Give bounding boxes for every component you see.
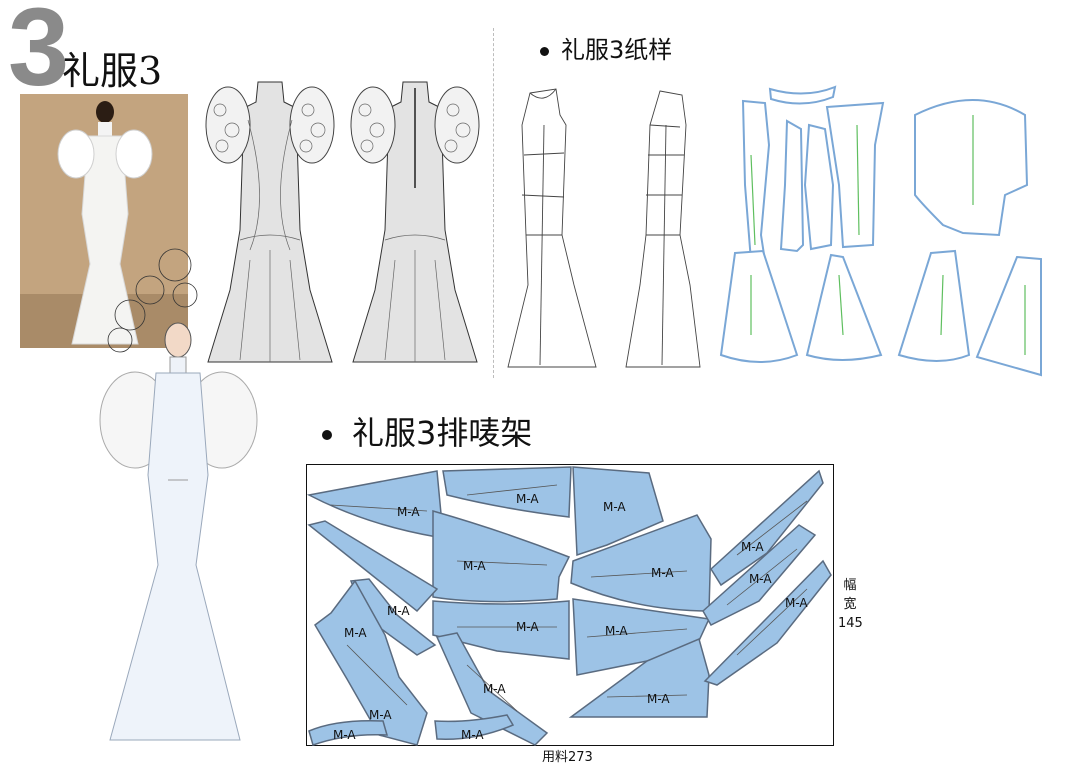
marker-piece bbox=[568, 637, 710, 718]
marker-piece bbox=[710, 469, 824, 587]
marker-pieces: M-A M-A M-A M-A M-A M-A M-A M-A M-A M-A … bbox=[307, 466, 832, 746]
marker-piece bbox=[572, 466, 664, 557]
marker-section-label: 礼服3排唛架 bbox=[352, 414, 533, 452]
marker-piece-label: M-A bbox=[785, 596, 808, 610]
marker-piece-label: M-A bbox=[461, 728, 484, 742]
marker-piece-label: M-A bbox=[333, 728, 356, 742]
marker-piece bbox=[308, 719, 389, 746]
marker-piece bbox=[702, 524, 817, 626]
marker-piece bbox=[442, 466, 572, 518]
marker-layout: M-A M-A M-A M-A M-A M-A M-A M-A M-A M-A … bbox=[306, 464, 834, 746]
marker-piece bbox=[432, 600, 570, 660]
flat-sketch-back bbox=[345, 80, 485, 370]
bullet-icon bbox=[540, 46, 549, 56]
marker-section-title: 礼服3排唛架 bbox=[322, 408, 532, 454]
fabric-usage-label: 用料273 bbox=[542, 750, 593, 765]
marker-piece bbox=[432, 510, 571, 603]
marker-piece-label: M-A bbox=[483, 682, 506, 696]
width-value: 145 bbox=[838, 616, 863, 631]
marker-piece-label: M-A bbox=[516, 620, 539, 634]
pattern-section-title: 礼服3纸样 bbox=[540, 30, 672, 65]
marker-piece-label: M-A bbox=[605, 624, 628, 638]
model-photo bbox=[20, 94, 188, 348]
flat-sketch-front bbox=[200, 80, 340, 370]
marker-piece-label: M-A bbox=[463, 559, 486, 573]
marker-piece-label: M-A bbox=[387, 604, 410, 618]
pattern-pieces bbox=[715, 85, 1055, 385]
section-divider bbox=[493, 28, 494, 378]
marker-piece bbox=[703, 559, 832, 686]
fabric-width-label: 幅 宽 145 bbox=[838, 576, 863, 633]
section-number: 3 bbox=[8, 0, 70, 109]
marker-piece-label: M-A bbox=[651, 566, 674, 580]
marker-piece-label: M-A bbox=[647, 692, 670, 706]
marker-piece-label: M-A bbox=[749, 572, 772, 586]
marker-piece-label: M-A bbox=[603, 500, 626, 514]
marker-piece bbox=[434, 714, 515, 740]
marker-piece-label: M-A bbox=[741, 540, 764, 554]
marker-piece-label: M-A bbox=[369, 708, 392, 722]
marker-piece-label: M-A bbox=[344, 626, 367, 640]
page-title: 礼服3 bbox=[62, 49, 163, 93]
bullet-icon bbox=[322, 430, 332, 440]
pattern-section-label: 礼服3纸样 bbox=[561, 36, 673, 64]
width-char: 宽 bbox=[843, 597, 857, 612]
marker-piece-label: M-A bbox=[516, 492, 539, 506]
marker-piece bbox=[314, 579, 428, 746]
marker-piece-label: M-A bbox=[397, 505, 420, 519]
pattern-outline-drawing bbox=[500, 85, 710, 375]
marker-piece bbox=[307, 520, 439, 613]
width-char: 幅 bbox=[843, 578, 857, 593]
fashion-sketch bbox=[90, 245, 270, 745]
marker-piece bbox=[435, 632, 549, 746]
